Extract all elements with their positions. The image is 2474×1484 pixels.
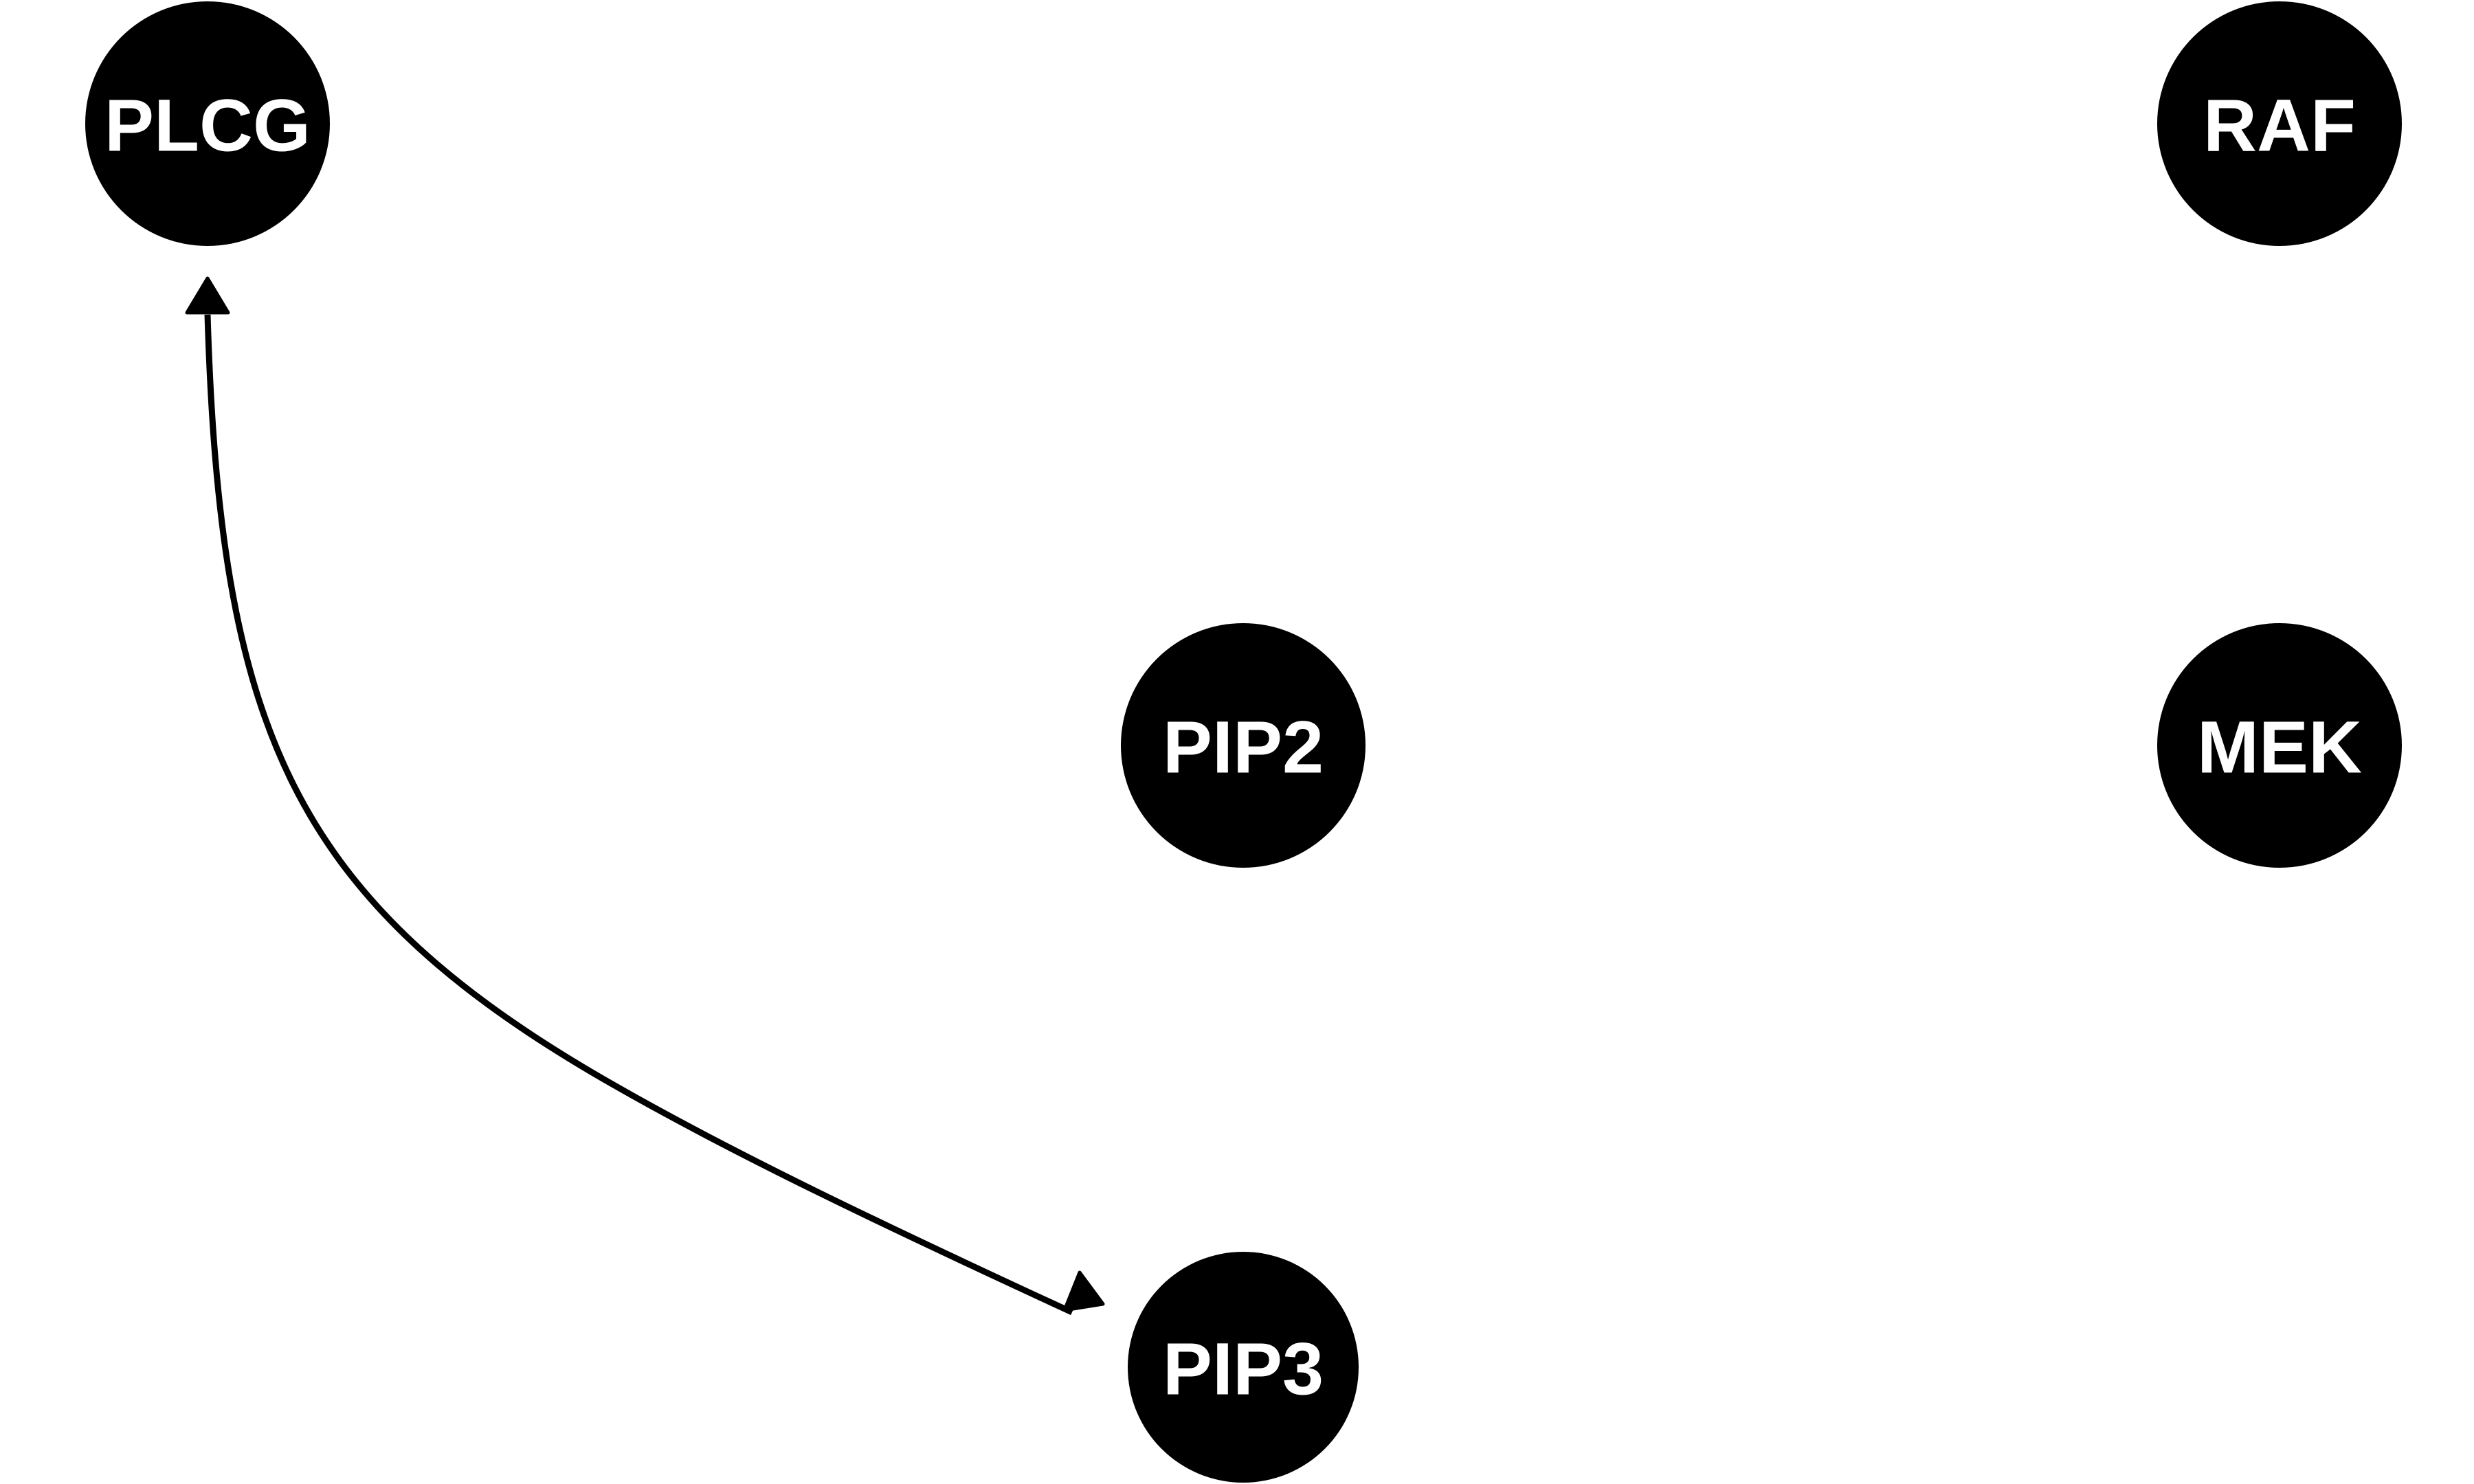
node-circle-pip3	[1128, 1252, 1359, 1483]
node-pip2[interactable]: PIP2	[1121, 623, 1366, 868]
node-mek[interactable]: MEK	[2157, 623, 2402, 868]
node-label-pip3: PIP3	[1163, 1327, 1324, 1410]
node-label-raf: RAF	[2203, 84, 2356, 167]
edge-plcg-pip3	[185, 276, 1105, 1316]
edge-line-plcg-pip3	[204, 314, 1073, 1316]
node-label-mek: MEK	[2197, 706, 2362, 789]
node-label-plcg: PLCG	[104, 84, 311, 167]
node-pip3[interactable]: PIP3	[1128, 1252, 1359, 1483]
node-circle-mek	[2157, 623, 2402, 868]
arrowhead-at-pip3	[1062, 1270, 1105, 1312]
node-plcg[interactable]: PLCG	[85, 1, 330, 246]
node-raf[interactable]: RAF	[2157, 1, 2402, 246]
node-label-pip2: PIP2	[1163, 706, 1324, 789]
node-circle-pip2	[1121, 623, 1366, 868]
node-circle-raf	[2157, 1, 2402, 246]
node-circle-plcg	[85, 1, 330, 246]
arrowhead-at-plcg	[185, 276, 230, 315]
